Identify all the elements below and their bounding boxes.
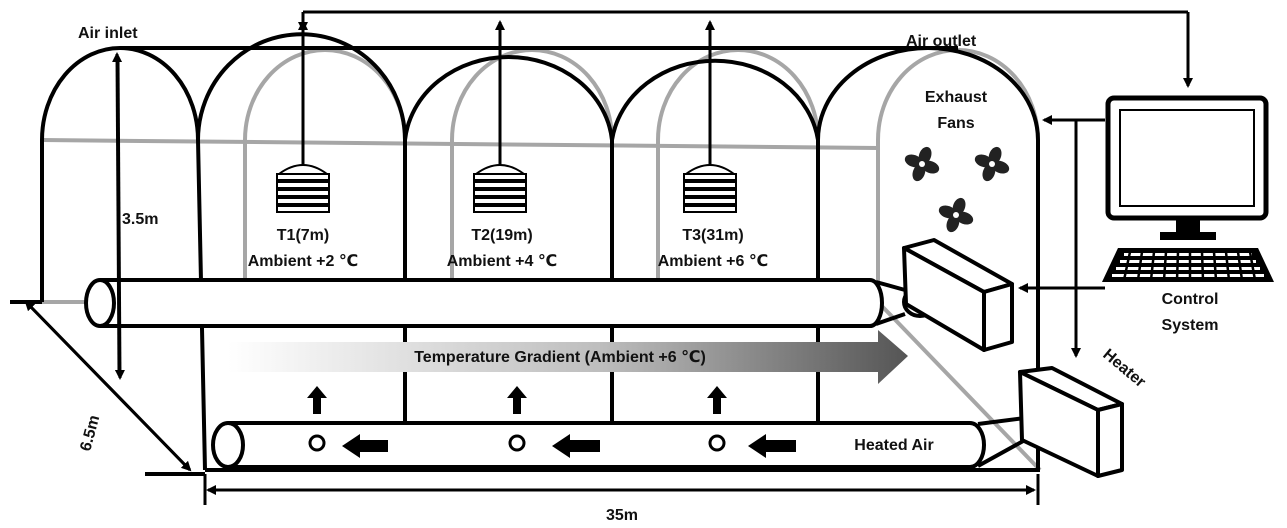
flow-arrow-up-1 xyxy=(307,386,327,414)
sensor-shield-t2 xyxy=(472,164,528,213)
exhaust-unit-box xyxy=(902,238,1014,352)
rear-right-floor-diagonal xyxy=(876,300,1042,472)
sensor-name-t1: T1(7m) xyxy=(277,227,329,244)
control-system-label-1: Control xyxy=(1162,291,1219,308)
sensor-ambient-t3: Ambient +6 ℃ xyxy=(658,253,769,270)
heater-label: Heater xyxy=(1099,346,1148,391)
duct-outlet-1 xyxy=(308,434,326,452)
exhaust-fans-label-2: Fans xyxy=(937,115,974,132)
sensor-name-t3: T3(31m) xyxy=(682,227,743,244)
air-outlet-label: Air outlet xyxy=(906,33,977,50)
flow-arrow-left-2 xyxy=(552,434,600,458)
sensor-shield-t1 xyxy=(275,164,331,213)
exhaust-fans-label-1: Exhaust xyxy=(925,89,988,106)
sensor-name-t2: T2(19m) xyxy=(471,227,532,244)
rear-ridge-line xyxy=(41,138,879,150)
length-dimension-label: 35m xyxy=(606,507,638,524)
sensor-ambient-t2: Ambient +4 ℃ xyxy=(447,253,558,270)
control-system-label-2: System xyxy=(1162,317,1219,334)
computer-icon xyxy=(1102,95,1274,282)
flow-arrow-up-2 xyxy=(507,386,527,414)
duct-outlet-2 xyxy=(508,434,526,452)
exhaust-fan-icon xyxy=(904,146,940,182)
temperature-gradient-label: Temperature Gradient (Ambient +6 ℃) xyxy=(414,349,706,366)
front-arch-3 xyxy=(403,55,614,470)
dimension-lines xyxy=(24,52,1040,505)
height-dimension-label: 3.5m xyxy=(122,211,158,228)
flow-arrow-left-3 xyxy=(748,434,796,458)
heated-air-label: Heated Air xyxy=(854,437,933,454)
duct-outlets xyxy=(308,434,726,452)
exhaust-fan-icon xyxy=(974,146,1010,182)
air-inlet-label: Air inlet xyxy=(78,25,138,42)
sensor-ambient-t1: Ambient +2 ℃ xyxy=(248,253,359,270)
flow-arrows-up xyxy=(307,386,727,414)
heater-box xyxy=(1018,366,1124,478)
upper-duct xyxy=(84,278,938,328)
front-arch-left xyxy=(40,46,207,471)
flow-arrows-left xyxy=(342,434,796,458)
flow-arrow-left-1 xyxy=(342,434,388,458)
control-signal-lines xyxy=(298,10,1193,358)
exhaust-fan-icon xyxy=(938,197,974,233)
keyboard xyxy=(1102,248,1274,282)
duct-outlet-3 xyxy=(708,434,726,452)
temperature-gradient-arrow xyxy=(228,330,908,384)
width-dimension-label: 6.5m xyxy=(77,413,103,453)
flow-arrow-up-3 xyxy=(707,386,727,414)
front-arch-2 xyxy=(196,32,407,470)
sensor-shield-t3 xyxy=(682,164,738,213)
front-frame xyxy=(10,32,1040,476)
front-arch-4 xyxy=(610,58,820,470)
